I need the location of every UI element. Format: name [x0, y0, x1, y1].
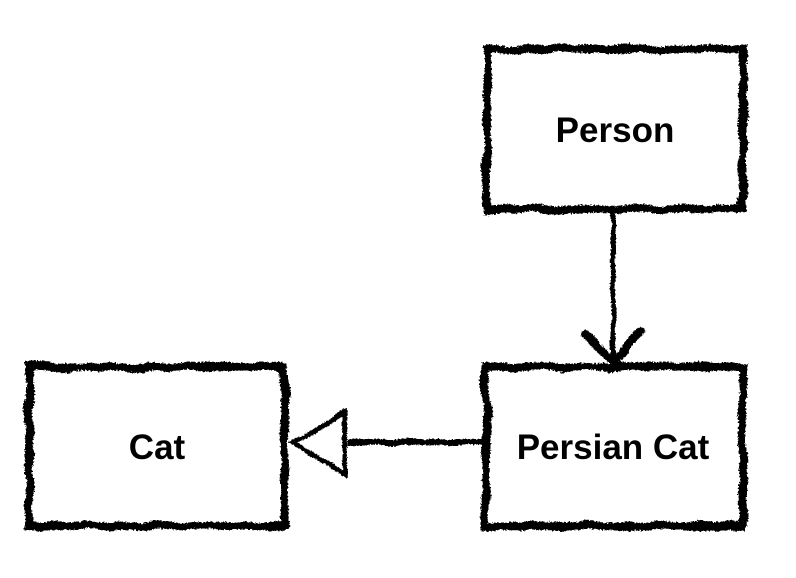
node-persian-cat-label: Persian Cat [517, 428, 710, 467]
hollow-triangle-arrowhead-icon [288, 407, 348, 479]
open-v-arrowhead-icon [582, 327, 644, 366]
node-person-box [483, 45, 747, 213]
node-cat-box [25, 363, 288, 530]
node-person-label: Person [556, 111, 675, 150]
node-cat-label: Cat [129, 428, 186, 467]
node-persian-cat-box [482, 363, 747, 530]
